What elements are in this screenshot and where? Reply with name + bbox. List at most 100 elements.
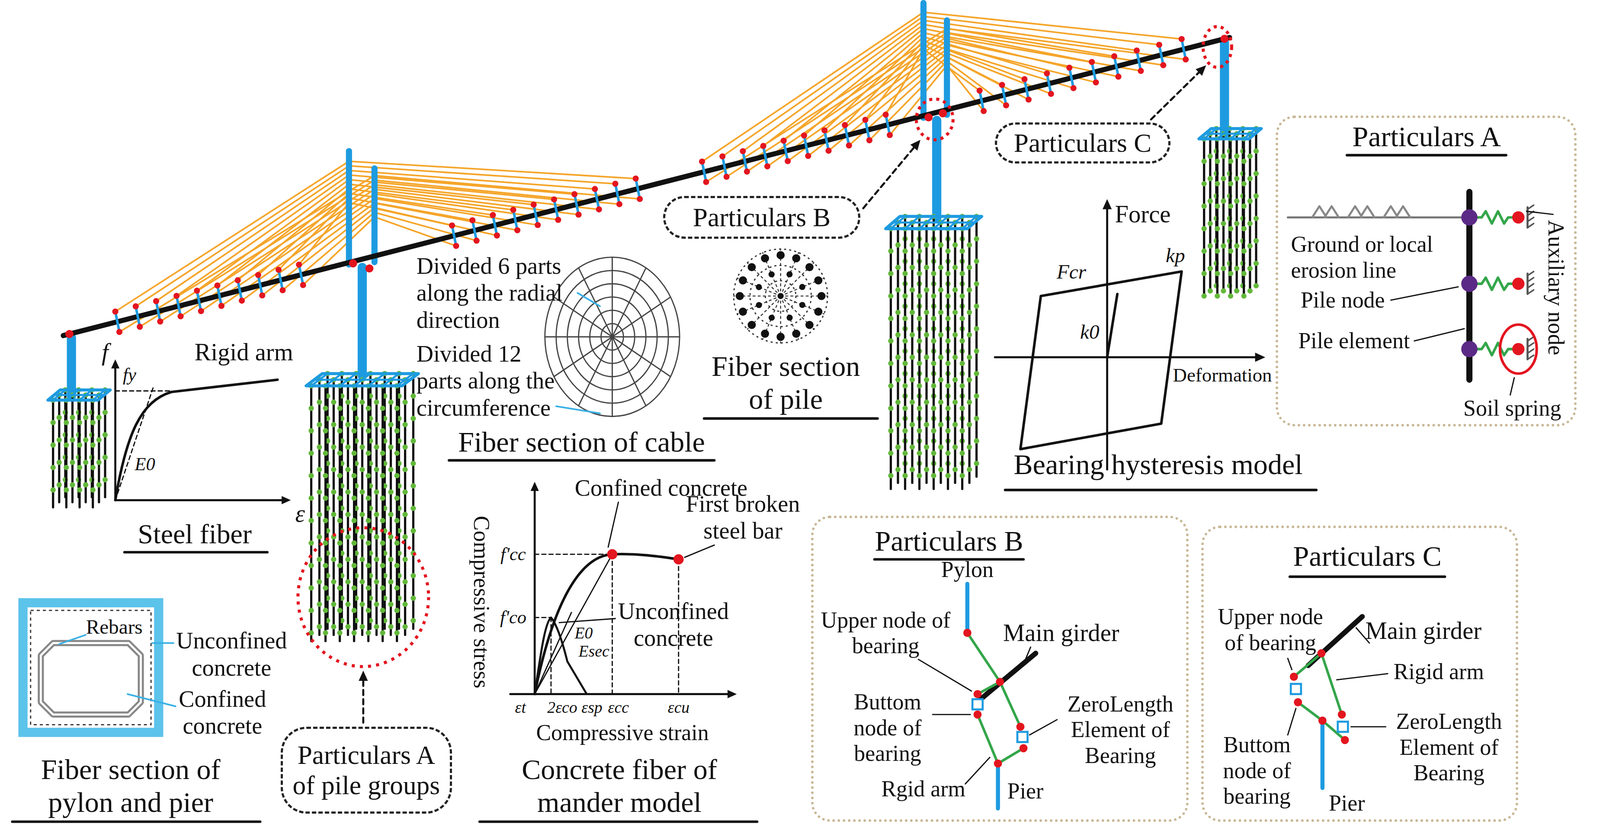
pile-node xyxy=(1461,340,1478,358)
rigid-arm xyxy=(452,225,456,246)
pile-node xyxy=(345,399,351,405)
pile-node xyxy=(930,473,937,479)
pile-cap xyxy=(48,389,111,401)
pile-node xyxy=(1201,225,1207,231)
pile-node xyxy=(69,459,75,465)
pile-node xyxy=(410,393,416,399)
pile-node xyxy=(336,428,343,434)
rigid-arm xyxy=(979,90,984,112)
callout-box: Particulars A of pile groups xyxy=(280,726,453,814)
rebar-ring xyxy=(40,643,141,715)
modulus-line xyxy=(534,554,613,694)
pile-node xyxy=(930,270,937,276)
pile-node xyxy=(1220,176,1226,182)
pile-node xyxy=(938,264,944,270)
pile-node xyxy=(1234,176,1240,182)
fiber-radial xyxy=(612,336,680,338)
text-label: Rigid arm xyxy=(194,338,294,367)
pile-node xyxy=(909,377,915,383)
pile-node xyxy=(345,534,351,540)
rigid-arm xyxy=(824,130,829,151)
text-label: fy xyxy=(122,364,137,386)
leader-line xyxy=(608,502,619,548)
node xyxy=(973,689,982,699)
pile-node xyxy=(916,473,922,479)
highlight-circle xyxy=(1500,324,1537,374)
node xyxy=(65,330,74,339)
pile-node xyxy=(90,487,96,493)
pile-node xyxy=(69,437,75,443)
pile xyxy=(889,228,892,490)
cable-node xyxy=(132,303,139,310)
pile-node xyxy=(76,464,83,471)
stay-cable xyxy=(824,36,924,131)
pile-node xyxy=(916,338,922,344)
text-label: First broken steel bar xyxy=(671,490,815,545)
soil-spring xyxy=(1476,277,1513,290)
rebar-fiber xyxy=(791,254,801,263)
pile-node xyxy=(394,630,400,636)
node xyxy=(995,677,1004,687)
rebar-fiber xyxy=(817,291,826,301)
bearing-element xyxy=(1017,731,1028,743)
cable-node xyxy=(616,201,623,208)
fixed-support xyxy=(1527,289,1534,294)
cable-node xyxy=(841,121,848,129)
pile-node xyxy=(959,338,965,344)
pile-node xyxy=(945,293,951,299)
fiber-radial xyxy=(747,262,781,297)
bearing-element xyxy=(972,698,983,710)
rigid-arm xyxy=(135,306,140,327)
pile-node xyxy=(322,630,328,636)
rigid-arm xyxy=(237,280,242,301)
pile-node xyxy=(308,607,314,613)
panel-label: Ground or local erosion line xyxy=(1290,231,1454,283)
stay-cable xyxy=(705,28,947,183)
pile-node xyxy=(902,315,908,321)
fixed-support xyxy=(1527,217,1534,222)
pile-node xyxy=(902,428,908,434)
pile-node xyxy=(888,383,894,389)
pier xyxy=(1320,724,1325,788)
pile-node xyxy=(394,585,400,591)
pile-node xyxy=(380,562,386,568)
pile-node xyxy=(50,442,56,448)
rigid-arm xyxy=(513,209,518,231)
rigid-arm xyxy=(977,714,998,764)
pile-node xyxy=(402,624,408,630)
pile xyxy=(375,379,378,635)
pile-node xyxy=(380,517,386,523)
panel-label: Buttom node of bearing xyxy=(1213,731,1301,810)
panel-label: Main girder xyxy=(1003,618,1120,648)
pile-node xyxy=(336,630,343,636)
callout-text: Particulars B xyxy=(692,202,831,233)
cable-node xyxy=(723,173,730,180)
pile-node xyxy=(1220,265,1226,271)
pile-node xyxy=(410,618,416,624)
pile-node xyxy=(345,466,351,472)
panel-label: Pile element xyxy=(1298,327,1410,354)
cable-node xyxy=(784,157,791,164)
arrow-head xyxy=(281,496,291,505)
pile-node xyxy=(330,579,337,585)
pile-node xyxy=(959,270,965,276)
pile-node xyxy=(1228,203,1234,209)
pile-node xyxy=(945,338,951,344)
pile-node xyxy=(945,473,951,479)
pile-node xyxy=(1228,158,1234,164)
pile-node xyxy=(973,281,979,287)
callout-arrow xyxy=(863,146,916,209)
pile-cap xyxy=(1199,128,1262,139)
pile-node xyxy=(895,399,901,405)
fiber-radial xyxy=(612,297,671,337)
pile-node xyxy=(973,438,979,444)
rigid-arm xyxy=(702,161,706,183)
pylon xyxy=(920,3,927,118)
pile-node xyxy=(330,466,337,472)
rigid-arm xyxy=(472,220,477,241)
pile-node xyxy=(1253,283,1259,289)
pile-node xyxy=(930,338,937,344)
leader-line xyxy=(932,713,971,716)
arrow-head xyxy=(358,670,368,681)
text-label: k0 xyxy=(1080,320,1100,344)
